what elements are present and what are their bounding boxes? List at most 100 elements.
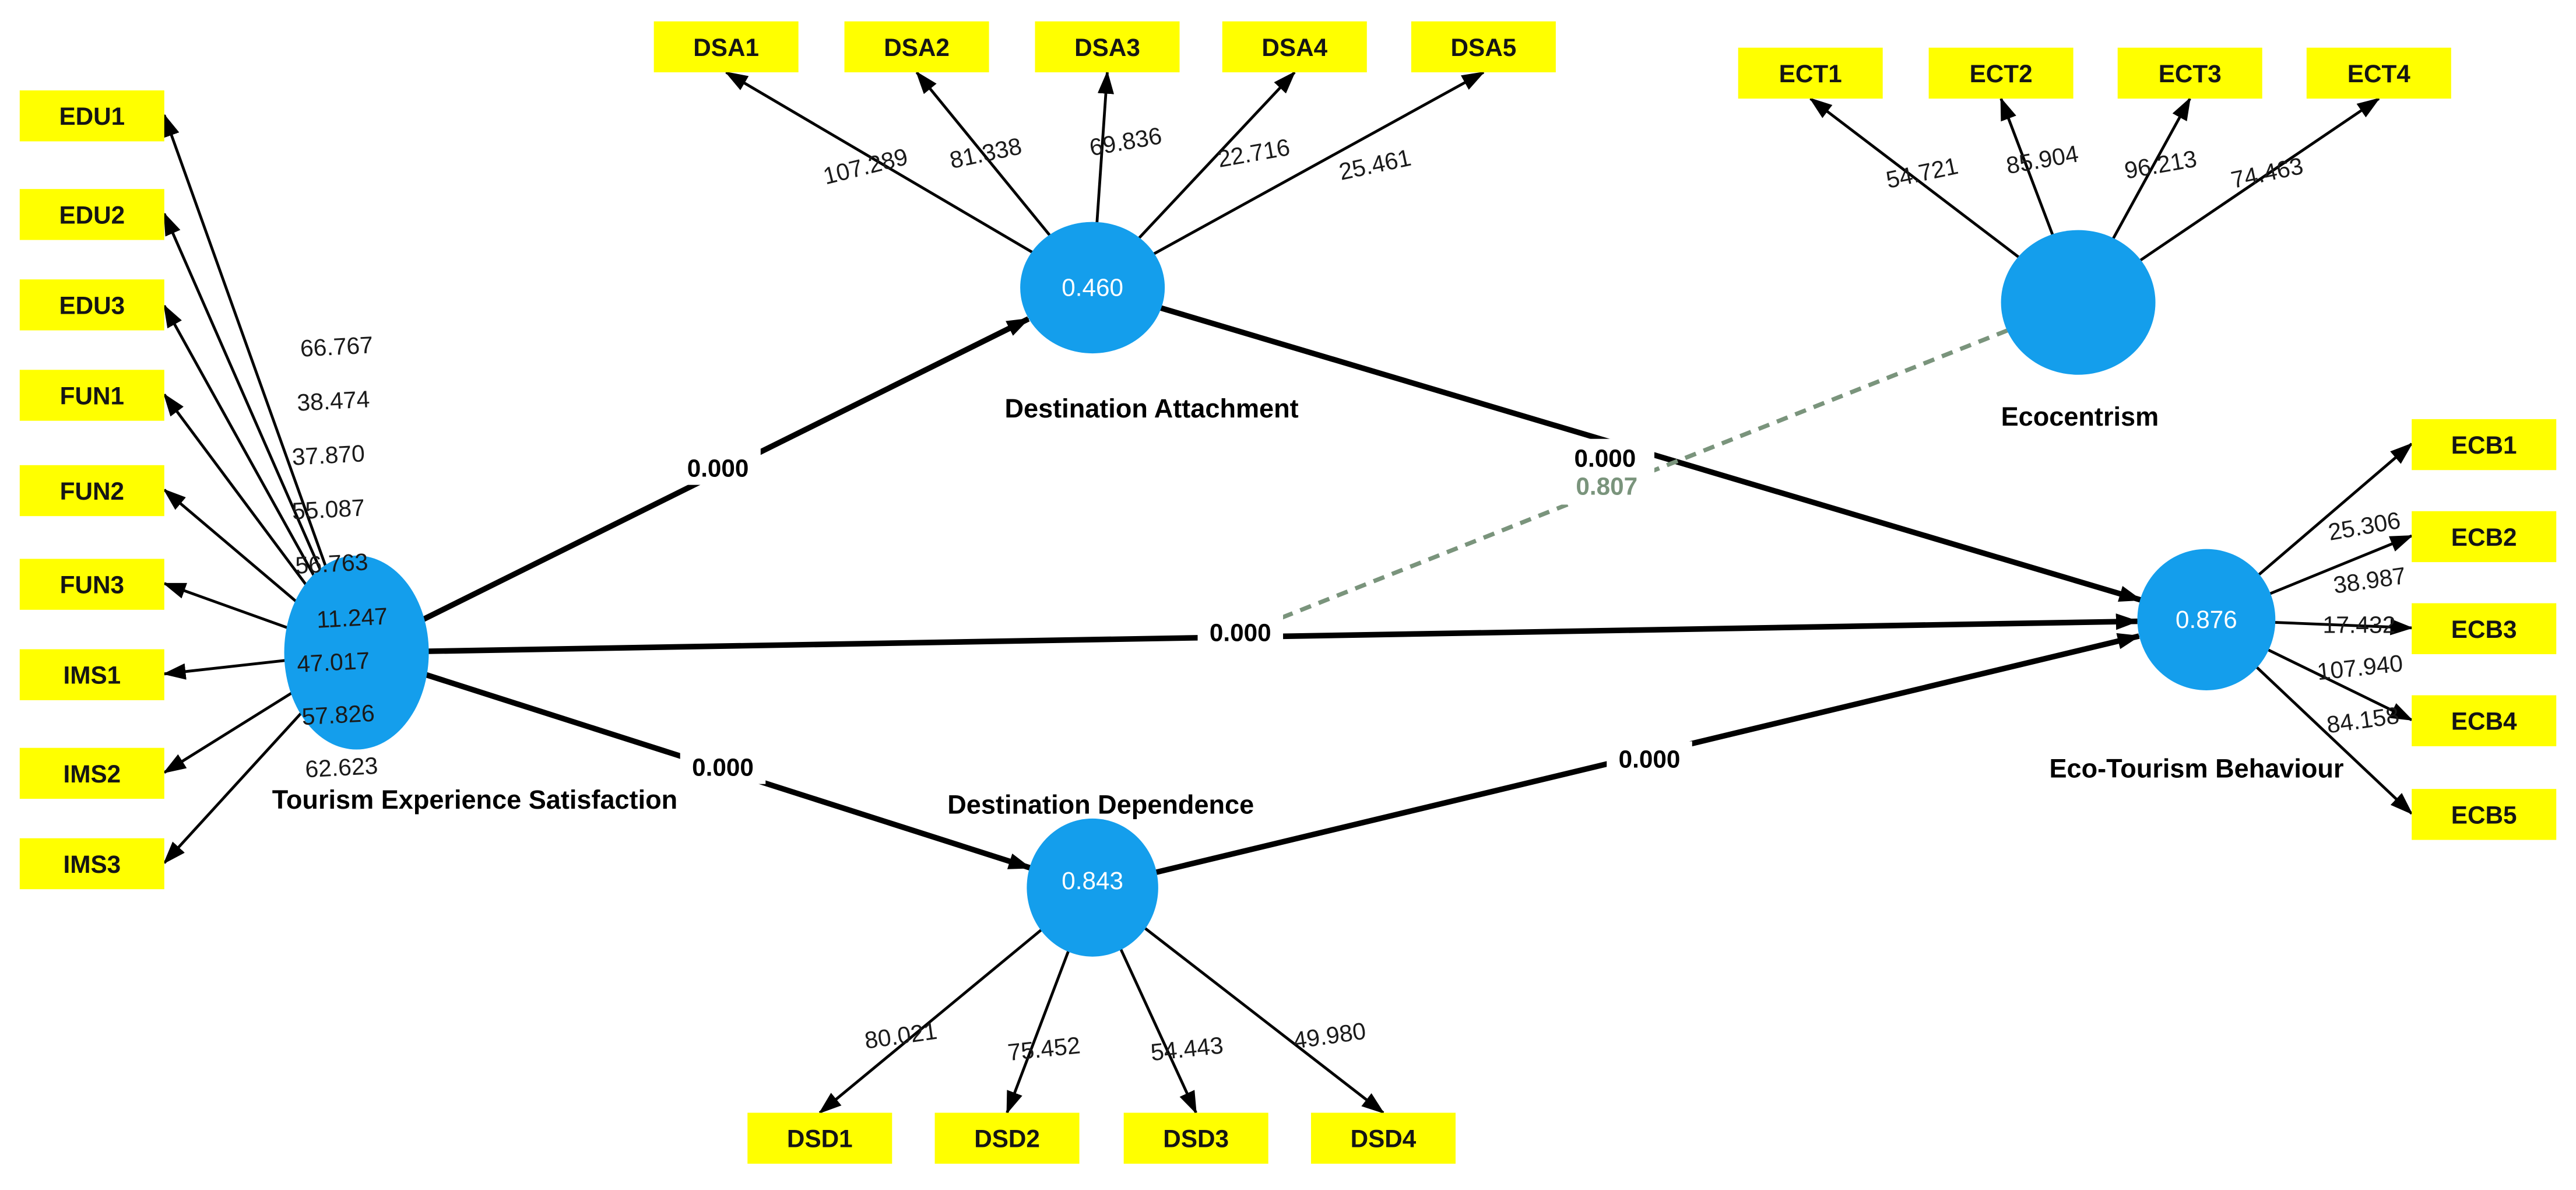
indicator-box-dsa1[interactable]: [653, 21, 799, 73]
indicator-label-dsa4: DSA4: [1261, 34, 1327, 61]
indicator-box-ecb1[interactable]: [2412, 419, 2557, 471]
indicator-label-dsa2: DSA2: [884, 34, 950, 61]
path-tes-da[interactable]: [355, 316, 1030, 655]
indicator-box-dsa4[interactable]: [1222, 21, 1367, 73]
indicator-label-dsd1: DSD1: [787, 1125, 853, 1153]
indicator-label-fun3: FUN3: [60, 571, 124, 599]
loading-dsa2: 81.338: [947, 132, 1024, 174]
arrow-tes-edu1: [163, 113, 358, 653]
latent-da[interactable]: [1020, 222, 1165, 354]
indicator-box-ect1[interactable]: [1738, 47, 1883, 99]
path-label-tes-da: 0.000: [687, 455, 749, 482]
indicator-box-dsa5[interactable]: [1411, 21, 1556, 73]
loading-ims2: 57.826: [301, 700, 375, 730]
loading-dsd2: 75.452: [1006, 1031, 1081, 1066]
loading-edu3: 37.870: [291, 440, 366, 470]
label-bg: [1607, 741, 1692, 776]
latent-eco[interactable]: [2001, 230, 2156, 375]
indicator-box-ecb3[interactable]: [2412, 603, 2557, 654]
indicator-box-dsd2[interactable]: [934, 1112, 1080, 1164]
indicator-label-ect4: ECT4: [2347, 60, 2411, 87]
latent-da-r2: 0.460: [1062, 273, 1123, 301]
path-label-da-etb: 0.000: [1575, 445, 1636, 472]
indicator-box-ecb4[interactable]: [2412, 695, 2557, 746]
loading-dsa4: 22.716: [1215, 134, 1292, 173]
loading-dsd1: 80.021: [863, 1017, 939, 1054]
loading-dsd4: 49.980: [1292, 1017, 1368, 1054]
indicator-box-ect2[interactable]: [1928, 47, 2074, 99]
loading-fun3: 11.247: [316, 603, 388, 633]
arrow-da-dsa5: [1091, 71, 1485, 289]
indicator-label-dsa3: DSA3: [1074, 34, 1140, 61]
indicator-label-ect1: ECT1: [1779, 60, 1842, 87]
indicator-label-fun2: FUN2: [60, 478, 124, 505]
indicator-label-fun1: FUN1: [60, 382, 124, 409]
latent-eco-label: Ecocentrism: [2001, 402, 2159, 431]
indicator-label-dsa1: DSA1: [693, 34, 759, 61]
indicator-label-ecb1: ECB1: [2451, 431, 2517, 459]
latent-dd-r2: 0.843: [1062, 867, 1123, 894]
loading-dsa5: 25.461: [1337, 144, 1414, 185]
loading-ect3: 96.213: [2122, 145, 2199, 184]
indicator-box-edu3[interactable]: [19, 279, 164, 331]
loading-ect2: 85.904: [2004, 140, 2081, 179]
loading-ims1: 47.017: [296, 647, 370, 677]
loading-ecb2: 38.987: [2332, 562, 2408, 599]
indicator-box-ims2[interactable]: [19, 747, 164, 799]
loading-dsa1: 107.289: [820, 143, 910, 189]
latent-etb-label: Eco-Tourism Behaviour: [2049, 753, 2343, 783]
indicator-box-fun3[interactable]: [19, 559, 164, 610]
loading-ims3: 62.623: [304, 752, 378, 782]
loading-dsa3: 69.836: [1087, 122, 1164, 161]
arrow-da-dsa1: [725, 71, 1094, 289]
label-bg: [675, 448, 761, 485]
loading-ecb5: 84.158: [2325, 702, 2401, 739]
indicator-label-dsd2: DSD2: [974, 1125, 1040, 1153]
moderation-label-eco: 0.807: [1576, 473, 1637, 500]
path-label-dd-etb: 0.000: [1619, 745, 1681, 773]
indicator-box-dsd3[interactable]: [1123, 1112, 1268, 1164]
indicator-box-dsd1[interactable]: [747, 1112, 892, 1164]
indicator-label-ecb3: ECB3: [2451, 616, 2517, 643]
indicator-box-ims3[interactable]: [19, 838, 164, 890]
indicator-label-ims1: IMS1: [64, 662, 121, 689]
loading-ecb1: 25.306: [2326, 507, 2402, 546]
indicator-box-edu2[interactable]: [19, 189, 164, 240]
loading-ect4: 74.463: [2229, 152, 2306, 194]
indicator-label-ims3: IMS3: [64, 851, 121, 878]
indicator-box-ims1[interactable]: [19, 649, 164, 700]
latent-dd[interactable]: [1027, 818, 1158, 957]
path-label-tes-etb: 0.000: [1210, 619, 1271, 646]
latent-tes[interactable]: [284, 555, 429, 750]
indicator-box-ecb5[interactable]: [2412, 789, 2557, 840]
loading-ecb4: 107.940: [2316, 650, 2405, 685]
label-bg: [1197, 615, 1284, 650]
indicator-label-dsd3: DSD3: [1163, 1125, 1229, 1153]
indicator-label-edu2: EDU2: [59, 201, 125, 229]
loading-ecb3: 17.432: [2323, 611, 2396, 638]
loading-fun1: 55.087: [291, 494, 366, 524]
latent-etb[interactable]: [2137, 549, 2276, 691]
indicator-box-ect3[interactable]: [2117, 47, 2262, 99]
indicator-box-dsa2[interactable]: [844, 21, 989, 73]
indicator-label-dsa5: DSA5: [1451, 34, 1517, 61]
latent-tes-label: Tourism Experience Satisfaction: [272, 785, 677, 815]
indicator-box-ecb2[interactable]: [2412, 511, 2557, 563]
indicator-box-dsa3[interactable]: [1035, 21, 1180, 73]
indicator-label-ims2: IMS2: [64, 760, 121, 788]
indicator-box-edu1[interactable]: [19, 90, 164, 142]
latent-da-label: Destination Attachment: [1004, 394, 1298, 423]
indicator-label-ect2: ECT2: [1970, 60, 2033, 87]
indicator-label-ecb4: ECB4: [2451, 708, 2517, 735]
indicator-box-ect4[interactable]: [2306, 47, 2451, 99]
path-label-tes-dd: 0.000: [692, 754, 754, 781]
indicator-box-dsd4[interactable]: [1310, 1112, 1456, 1164]
indicator-box-fun2[interactable]: [19, 465, 164, 517]
latent-dd-label: Destination Dependence: [947, 789, 1254, 819]
indicator-label-edu1: EDU1: [59, 103, 125, 130]
loading-ect1: 54.721: [1883, 152, 1960, 194]
indicator-box-fun1[interactable]: [19, 370, 164, 421]
indicator-label-ecb5: ECB5: [2451, 801, 2517, 829]
loading-fun2: 56.763: [294, 548, 368, 578]
